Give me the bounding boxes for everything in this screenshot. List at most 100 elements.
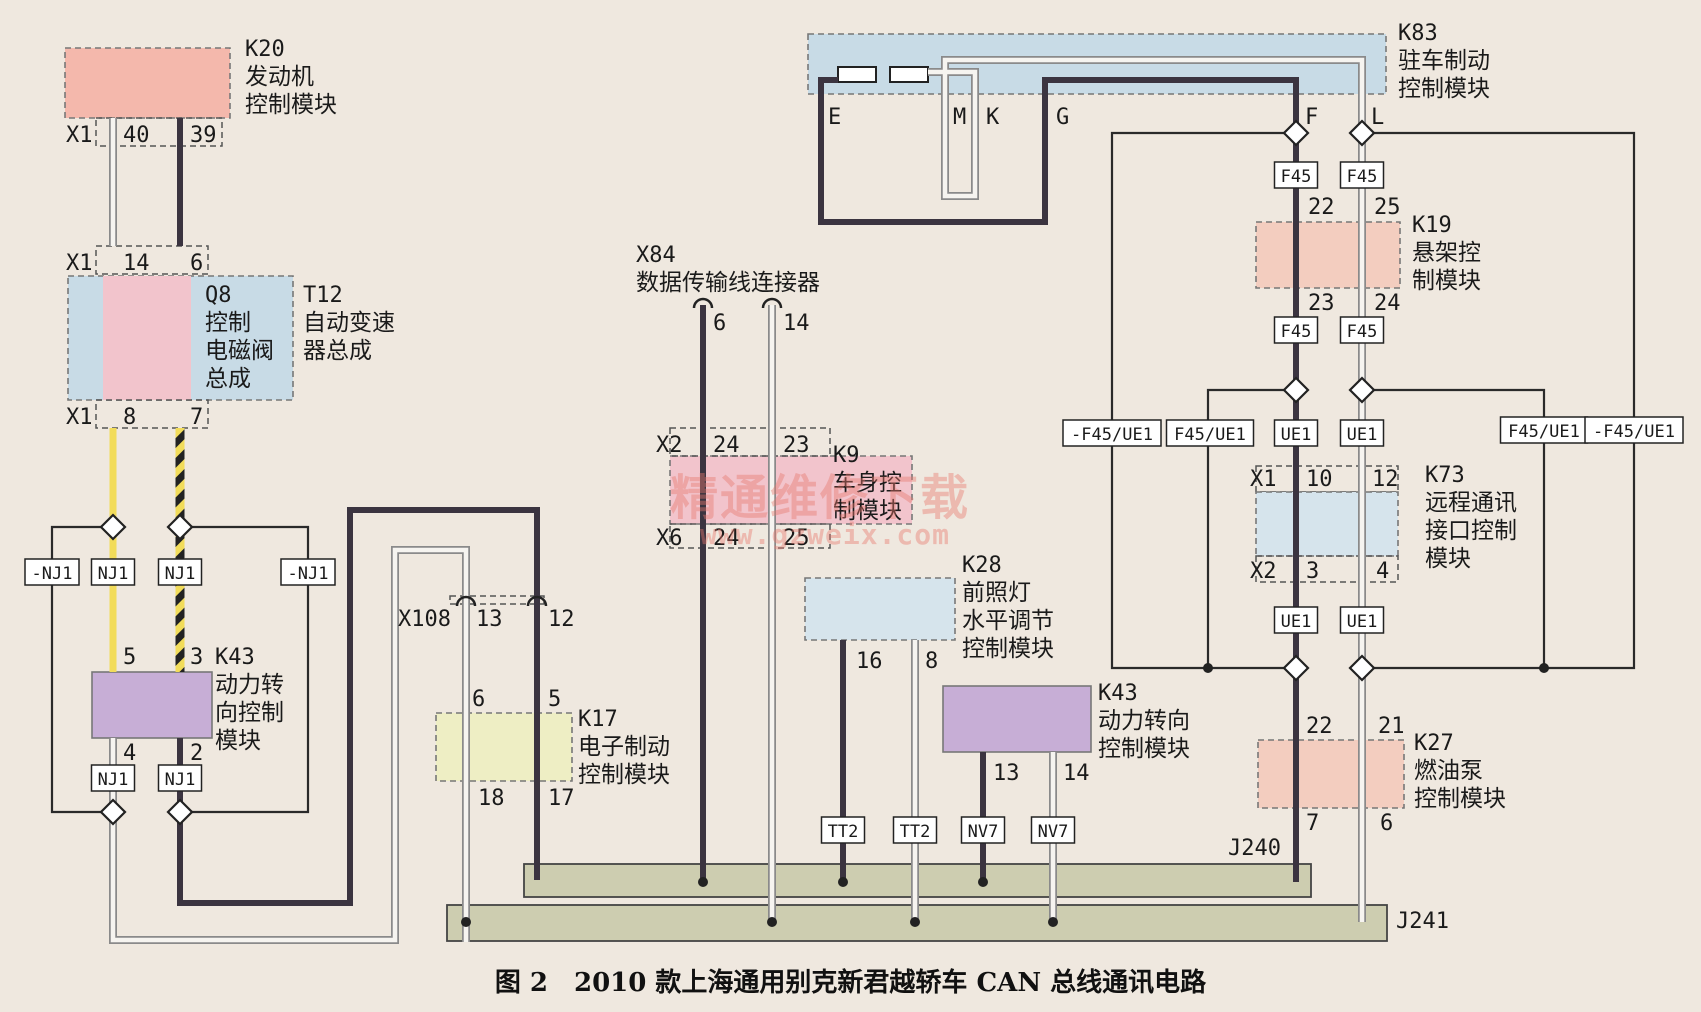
tag-nj1-b: NJ1 — [165, 564, 196, 584]
figure-caption: 图 2 2010 款上海通用别克新君越轿车 CAN 总线通讯电路 — [494, 968, 1207, 998]
k9-pin: 24 — [713, 526, 740, 551]
k43-name: 模块 — [215, 728, 261, 754]
k27-name: 燃油泵 — [1414, 758, 1483, 784]
k17-pin: 17 — [548, 786, 575, 811]
k17-pin: 18 — [478, 786, 505, 811]
tag-f45ue1-b-frame — [1499, 416, 1589, 444]
k73-name: 远程通讯 — [1425, 490, 1517, 516]
tag-tt2-b-frame — [892, 816, 938, 844]
k19-pin: 25 — [1374, 195, 1401, 220]
k73-pin: 3 — [1306, 559, 1319, 584]
watermark-url: www.gzweix.com — [700, 518, 951, 551]
t12-pin: 14 — [123, 251, 150, 276]
can-low-wire-core — [110, 547, 469, 943]
k9-pin: 24 — [713, 433, 740, 458]
x108-connector — [449, 595, 545, 605]
can-high-wire — [818, 77, 1299, 225]
can-low-wire-core — [928, 57, 1365, 199]
k17-pin: 5 — [548, 687, 561, 712]
t12-pin: 6 — [190, 251, 203, 276]
q8-name: 电磁阀 — [205, 338, 274, 364]
k9-pin: 23 — [783, 433, 810, 458]
k83-pin: F — [1305, 105, 1318, 130]
q8-name: 总成 — [205, 366, 251, 392]
splice-diamond-2 — [99, 798, 127, 826]
k83-pin: G — [1056, 105, 1069, 130]
k20-name: 发动机 — [245, 64, 314, 90]
k43-pin: 3 — [190, 645, 203, 670]
k28-name: 水平调节 — [962, 608, 1054, 634]
tag-nj1-d: NJ1 — [165, 770, 196, 790]
k83-pin: L — [1371, 105, 1384, 130]
k27-name: 控制模块 — [1414, 786, 1506, 812]
tag-tt2-b: TT2 — [900, 822, 931, 842]
tag-nnj1-a-frame — [24, 558, 80, 586]
junction-dot-2 — [978, 877, 988, 887]
splice-diamond-6 — [1282, 376, 1310, 404]
k27-id: K27 — [1414, 731, 1454, 756]
k73-id: K73 — [1425, 463, 1465, 488]
tag-nj1-a-frame — [90, 558, 136, 586]
junction-dot-1 — [838, 877, 848, 887]
junction-dot-5 — [1048, 917, 1058, 927]
k28-name: 控制模块 — [962, 636, 1054, 662]
k43-right-pin: 13 — [993, 761, 1020, 786]
tag-f45-c-frame — [1273, 316, 1319, 344]
splice-diamond-4 — [1282, 119, 1310, 147]
branch-wire — [1110, 131, 1296, 670]
t12-connector-label: X1 — [66, 251, 93, 276]
tag-f45-a: F45 — [1281, 167, 1312, 187]
j240-label: J240 — [1228, 836, 1281, 861]
k73-connector-bottom — [1255, 555, 1399, 583]
x108-pin: 12 — [548, 607, 575, 632]
k73-connector-top — [1255, 465, 1399, 493]
tag-nj1-c-frame — [90, 764, 136, 792]
x84-name: 数据传输线连接器 — [636, 270, 820, 296]
tag-nf45ue1-a-frame — [1062, 419, 1162, 447]
k43-right-pin: 14 — [1063, 761, 1090, 786]
tag-tt2-a: TT2 — [828, 822, 859, 842]
x108-hook-13 — [455, 595, 477, 607]
splice-diamond-8 — [1282, 654, 1310, 682]
branch-wire — [1362, 131, 1636, 670]
tag-nj1-b-frame — [157, 558, 203, 586]
watermark-text: 精通维修下载 — [670, 470, 971, 526]
tag-f45ue1-b: F45/UE1 — [1508, 422, 1580, 442]
k73-pin: 4 — [1376, 559, 1389, 584]
tag-nv7-b-frame — [1030, 816, 1076, 844]
junction-dot-8 — [1539, 663, 1549, 673]
k17-id: K17 — [578, 707, 618, 732]
tag-ue1-a: UE1 — [1281, 425, 1312, 445]
k17-pin: 6 — [472, 687, 485, 712]
k73-pin: 10 — [1306, 467, 1333, 492]
t12-pin: 8 — [123, 405, 136, 430]
k9-id: K9 — [833, 443, 860, 468]
tag-nf45ue1-a: -F45/UE1 — [1071, 425, 1153, 445]
k20-id: K20 — [245, 37, 285, 62]
t12-name: 器总成 — [303, 338, 372, 364]
tag-f45-d: F45 — [1347, 322, 1378, 342]
splice-diamond-9 — [1348, 654, 1376, 682]
tag-ue1-b: UE1 — [1347, 425, 1378, 445]
x84-hook-6 — [692, 297, 714, 309]
k20-module-box — [64, 47, 231, 119]
j241-label: J241 — [1396, 909, 1449, 934]
k27-pin: 21 — [1378, 714, 1405, 739]
k28-pin: 8 — [925, 649, 938, 674]
q8-name: 控制 — [205, 310, 251, 336]
x108-hook-12 — [526, 595, 548, 607]
k83-resistor-1 — [837, 66, 877, 83]
k43-pin: 2 — [190, 741, 203, 766]
tag-tt2-a-frame — [820, 816, 866, 844]
junction-dot-6 — [461, 917, 471, 927]
tag-ue1-d-frame — [1339, 606, 1385, 634]
k83-pin: M — [953, 105, 966, 130]
k9-connector-label: X6 — [656, 526, 683, 551]
junction-dot-7 — [1203, 663, 1213, 673]
tag-f45-c: F45 — [1281, 322, 1312, 342]
k43-steering-box-right — [942, 685, 1092, 753]
tag-f45ue1-a: F45/UE1 — [1174, 425, 1246, 445]
k83-resistor-2 — [889, 66, 929, 83]
t12-id: T12 — [303, 283, 343, 308]
